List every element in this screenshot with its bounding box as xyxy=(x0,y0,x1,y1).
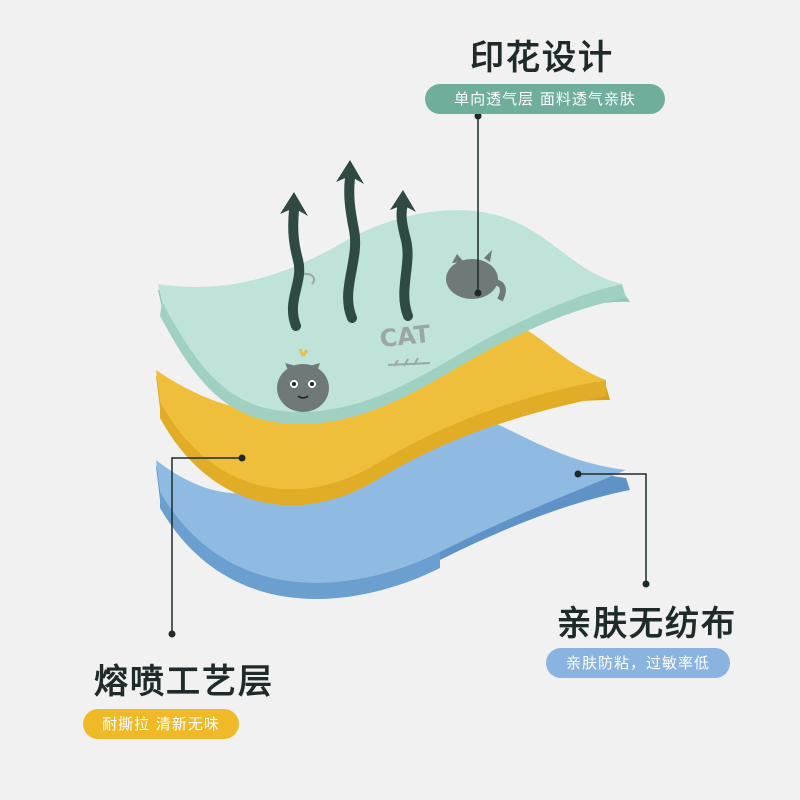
breathable-arrows xyxy=(287,173,413,331)
cat-print-text: CAT xyxy=(378,320,432,353)
bottom-layer-title: 亲肤无纺布 xyxy=(557,604,737,644)
leader-dots xyxy=(168,112,650,638)
top-layer-subtitle: 单向透气层 面料透气亲肤 xyxy=(425,84,665,114)
top-layer-title: 印花设计 xyxy=(470,38,614,78)
top-layer-print: CAT xyxy=(158,210,630,424)
bottom-layer-nonwoven xyxy=(156,404,630,599)
arrow-heads xyxy=(280,160,416,216)
middle-layer-subtitle: 耐撕拉 清新无味 xyxy=(83,709,239,739)
bottom-layer-subtitle: 亲肤防粘，过敏率低 xyxy=(546,648,730,678)
cat-face-print xyxy=(277,348,329,412)
middle-layer-title: 熔喷工艺层 xyxy=(94,662,274,702)
leader-lines xyxy=(171,116,647,634)
cat-body-print xyxy=(446,250,506,302)
